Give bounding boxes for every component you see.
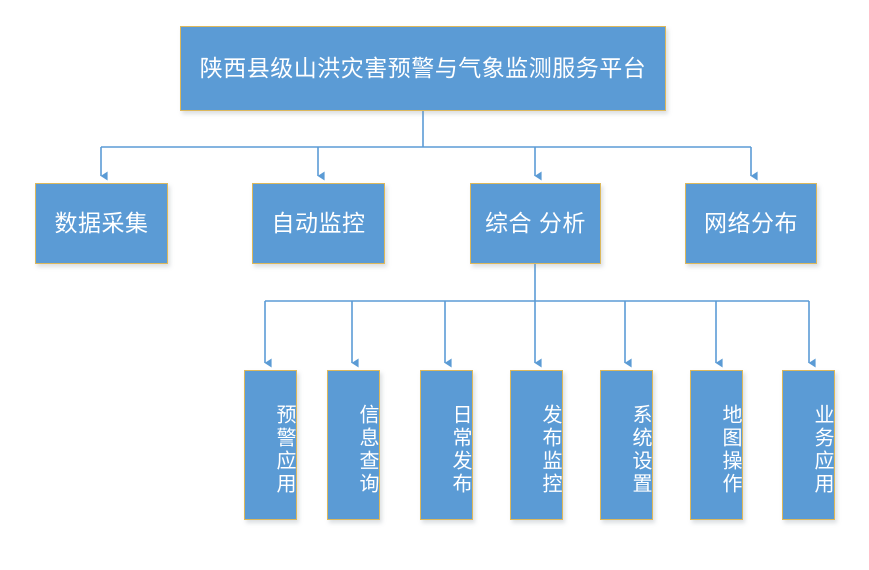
node-business-application[interactable]: 业务应用 — [782, 370, 835, 520]
node-warning-application[interactable]: 预警应用 — [244, 370, 297, 520]
node-information-query[interactable]: 信息查询 — [327, 370, 380, 520]
node-auto-monitoring[interactable]: 自动监控 — [252, 183, 385, 264]
node-system-settings[interactable]: 系统设置 — [600, 370, 653, 520]
node-data-collection[interactable]: 数据采集 — [35, 183, 168, 264]
node-map-operation[interactable]: 地图操作 — [690, 370, 743, 520]
node-daily-release[interactable]: 日常发布 — [420, 370, 473, 520]
node-release-monitoring[interactable]: 发布监控 — [510, 370, 563, 520]
node-root[interactable]: 陕西县级山洪灾害预警与气象监测服务平台 — [180, 26, 666, 111]
node-comprehensive-analysis[interactable]: 综合 分析 — [470, 183, 601, 264]
node-network-distribution[interactable]: 网络分布 — [685, 183, 817, 264]
